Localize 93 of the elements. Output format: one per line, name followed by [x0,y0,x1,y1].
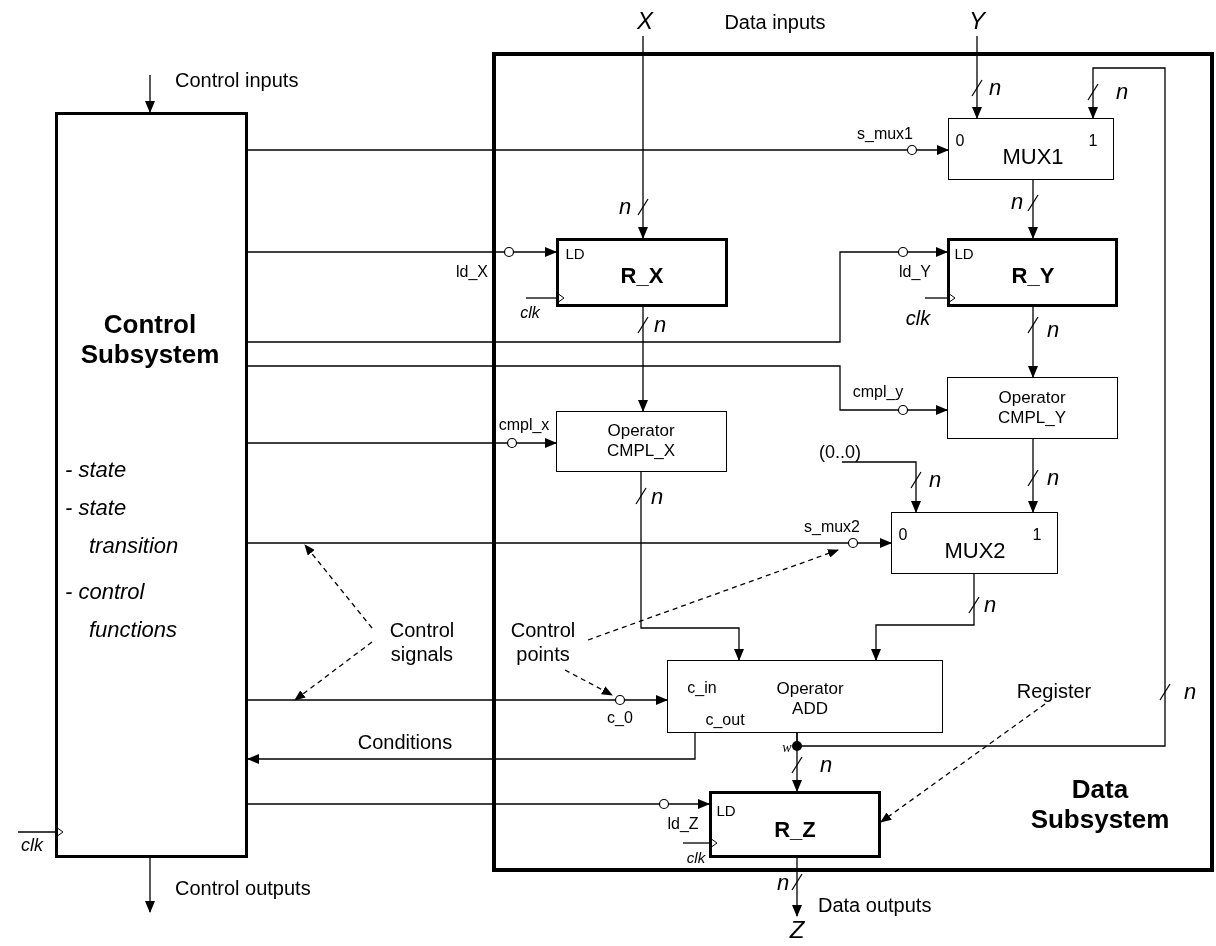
leader-arrow [587,549,839,641]
bus-width-label: n [988,75,1002,101]
signal-name: Z [782,916,812,944]
bus-width-label: n [1046,465,1060,491]
port-label: c_in [687,678,717,698]
bus-width-label: n [650,484,664,510]
leader-arrow [564,669,613,696]
port-label: c_out [705,710,745,730]
arrow [247,732,696,764]
bus-width-label: n [653,312,667,338]
arrow [1028,306,1038,378]
port-label: 0 [898,525,908,545]
bus-width-label: n [618,194,632,220]
arrow [247,365,948,415]
port-label: LD [565,245,585,263]
arrow [1028,438,1038,513]
operator-label: Operator CMPL_Y [997,388,1067,428]
control-signal-label: cmpl_y [852,382,904,402]
control-signal-label: ld_X [456,262,488,282]
annotation-label: Control signals [372,614,472,670]
operator-box [947,377,1118,439]
operator-box [556,411,727,472]
arrow [841,461,921,513]
bus-width-label: n [819,752,833,778]
constant-input-label: (0..0) [812,443,868,462]
control-signal-label: s_mux1 [857,124,913,144]
io-label: Data inputs [724,10,826,34]
control-signal-label: c_0 [607,708,633,728]
clock-label: clk [686,849,706,867]
signal-label: Conditions [357,730,453,754]
leader-arrow [880,703,1046,823]
subsystem-title: Data Subsystem [1029,775,1171,835]
list-item: - control functions [65,578,179,644]
bus-width-label: n [1010,189,1024,215]
list-item: - state [65,456,128,484]
operator-label: Operator ADD [775,679,845,719]
arrow [247,145,949,155]
annotation-label: Control points [498,614,588,670]
port-label: 1 [1032,525,1042,545]
arrow [638,306,648,412]
arrow [247,538,892,548]
arrow [247,247,948,343]
bus-width-label: n [1183,679,1197,705]
bus-width-label: n [1115,79,1129,105]
arrow [145,857,155,913]
register-label: R_Y [1011,263,1055,289]
signal-name: w [782,739,792,757]
data-subsystem-box [492,52,1214,872]
clock-label: clk [905,306,931,330]
register-label: R_X [620,263,664,289]
arrow [792,857,802,917]
bus-width-label: n [776,870,790,896]
control-signal-label: cmpl_x [498,415,550,435]
clock-label: clk [21,834,43,856]
arrow [972,35,982,119]
multiplexer-box [891,512,1058,574]
control-signal-label: ld_Z [667,814,699,834]
io-label: Control outputs [175,876,311,900]
bus-width-label: n [983,592,997,618]
arrow [247,438,557,448]
port-label: LD [954,245,974,263]
leader-arrow [304,544,373,629]
register-label: R_Z [774,817,816,843]
arrow [871,573,975,661]
bus-width-label: n [1046,317,1060,343]
io-label: Control inputs [175,68,299,92]
port-label: 1 [1088,131,1098,151]
multiplexer-label: MUX1 [1002,144,1064,170]
arrow [247,247,557,257]
signal-name: X [630,6,660,36]
port-label: LD [716,802,736,820]
list-item: - state transition [65,494,180,560]
bus-width-label: n [928,467,942,493]
arrow [247,799,710,809]
arrow [796,67,1166,747]
arrow [640,471,744,661]
io-label: Data outputs [818,893,932,917]
multiplexer-box [948,118,1114,180]
multiplexer-label: MUX2 [944,538,1006,564]
leader-arrow [294,641,373,701]
arrow [1028,179,1038,239]
clock-label: clk [520,303,540,323]
arrow [145,74,155,113]
port-label: 0 [955,131,965,151]
control-signal-label: ld_Y [899,262,931,282]
control-signal-label: s_mux2 [804,517,860,537]
operator-box [667,660,943,733]
arrow [638,35,648,239]
arrow [247,695,668,705]
annotation-label: Register [1010,678,1098,704]
subsystem-title: Control Subsystem [79,310,221,370]
operator-label: Operator CMPL_X [606,421,676,461]
signal-name: Y [962,6,992,36]
